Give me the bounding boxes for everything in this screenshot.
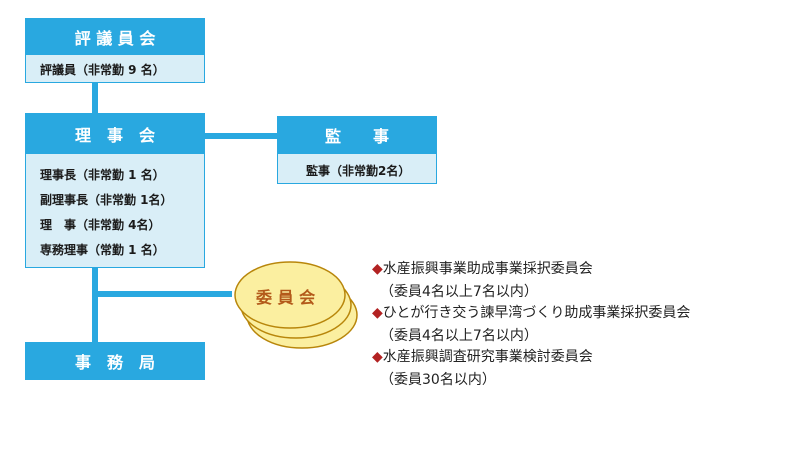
board-title: 理 事 会 [74, 125, 155, 145]
council-body: 評議員（非常勤 9 名） [25, 55, 205, 83]
committee-detail-1: （委員4名以上7名以内） [380, 284, 538, 300]
committee-name: ひとが行き交う諫早湾づくり助成事業採択委員会 [382, 305, 691, 321]
committee-detail-3: （委員30名以内） [380, 372, 496, 388]
board-member-directors: 理 事（非常勤 4名） [40, 218, 161, 232]
board-body: 理事長（非常勤 1 名） 副理事長（非常勤 1名） 理 事（非常勤 4名） 専務… [25, 154, 205, 268]
diamond-bullet-icon: ◆ [372, 349, 383, 365]
diamond-bullet-icon: ◆ [372, 261, 383, 277]
connector-board-secretariat [92, 268, 98, 342]
committee-disc-front [234, 261, 346, 329]
council-title: 評 議 員 会 [74, 28, 156, 48]
board-member-chair: 理事長（非常勤 1 名） [40, 168, 165, 182]
auditor-header: 監 事 [277, 116, 437, 154]
connector-board-auditor [205, 133, 277, 139]
secretariat-box: 事 務 局 [25, 342, 205, 380]
committee-disc-label: 委 員 会 [256, 288, 316, 307]
committee-item-3: ◆水産振興調査研究事業検討委員会 [372, 346, 593, 366]
committee-item-1: ◆水産振興事業助成事業採択委員会 [372, 258, 593, 278]
auditor-members: 監事（非常勤2名） [306, 164, 411, 178]
secretariat-title: 事 務 局 [74, 353, 155, 372]
connector-council-board [92, 83, 98, 113]
board-member-vice-chair: 副理事長（非常勤 1名） [40, 193, 173, 207]
committee-name: 水産振興事業助成事業採択委員会 [382, 261, 593, 277]
auditor-body: 監事（非常勤2名） [277, 154, 437, 184]
auditor-title: 監 事 [324, 127, 389, 146]
committee-disc-stack [234, 261, 358, 349]
diamond-bullet-icon: ◆ [372, 305, 383, 321]
council-header: 評 議 員 会 [25, 18, 205, 55]
connector-to-committee [92, 291, 232, 297]
committee-name: 水産振興調査研究事業検討委員会 [382, 349, 593, 365]
committee-detail-2: （委員4名以上7名以内） [380, 328, 538, 344]
committee-item-2: ◆ひとが行き交う諫早湾づくり助成事業採択委員会 [372, 302, 690, 322]
board-member-executive: 専務理事（常勤 1 名） [40, 243, 165, 257]
council-members: 評議員（非常勤 9 名） [40, 63, 165, 77]
board-header: 理 事 会 [25, 113, 205, 154]
